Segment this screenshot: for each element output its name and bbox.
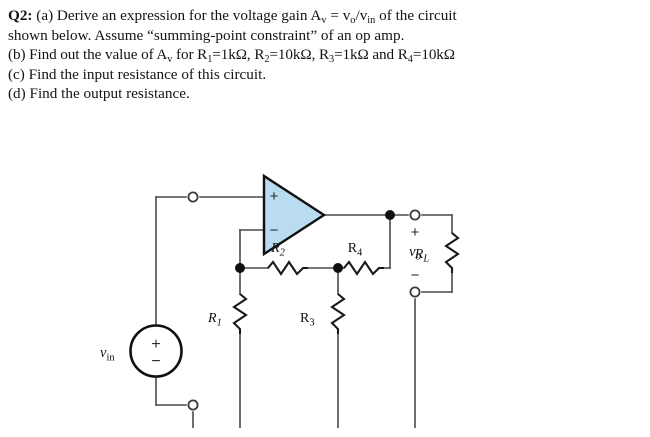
resistor-R2-label: R2 <box>270 241 286 259</box>
question-line-d: (d) Find the output resistance. <box>8 85 190 103</box>
terminal-output-top <box>409 209 421 221</box>
open-terminals <box>187 191 421 411</box>
resistor-R4 <box>343 260 384 276</box>
output-voltage-annotation: + vo − <box>409 224 421 284</box>
question-line-c: (c) Find the input resistance of this ci… <box>8 65 267 83</box>
subscript-v: v <box>321 14 327 26</box>
question-b-val3: =1kΩ and R <box>334 46 408 64</box>
terminal-input-bottom <box>187 399 199 411</box>
question-line-a-cont: shown below. Assume “summing-point const… <box>8 26 405 44</box>
question-a-part3: /v <box>355 7 368 24</box>
terminal-output-bottom <box>409 286 421 298</box>
resistor-R4-label: R4 <box>348 241 363 259</box>
subscript-r3: 3 <box>329 54 335 66</box>
junction-nodes <box>235 210 395 273</box>
subscript-r1: 1 <box>207 54 213 66</box>
question-a-part2: = v <box>326 7 351 24</box>
resistor-RL-zigzag <box>444 232 460 273</box>
subscript-in: in <box>367 14 376 26</box>
subscript-v-b: v <box>167 54 173 66</box>
subscript-o: o <box>350 14 356 26</box>
resistor-R2-zigzag <box>267 260 308 276</box>
output-plus-sign: + <box>411 224 420 241</box>
question-b-val2: =10kΩ, R <box>269 46 329 64</box>
resistor-RL-label: RL <box>414 247 430 265</box>
source-label-vin: vin <box>100 345 115 364</box>
question-line-b: (b) Find out the value of Av for R1=1kΩ,… <box>8 45 638 65</box>
source-minus-sign: − <box>151 353 160 370</box>
resistor-R1-label: R1 <box>207 311 222 329</box>
op-amp-minus-input: − <box>270 222 279 239</box>
question-a-part4: of the circuit <box>375 7 457 24</box>
subscript-r2: 2 <box>264 54 270 66</box>
resistor-R4-zigzag <box>343 260 384 276</box>
output-label-vo: vo <box>409 244 421 263</box>
node-output-junction <box>385 210 395 220</box>
question-b-val1: =1kΩ, R <box>212 46 265 64</box>
resistor-R2 <box>267 260 308 276</box>
terminal-input-top <box>187 191 199 203</box>
circuit-svg: + − vin + − R1 R2 R3 R4 <box>100 173 460 428</box>
question-number: Q2: <box>8 7 33 24</box>
node-r2-r3-r4-junction <box>333 263 343 273</box>
question-b-val4: =10kΩ <box>412 46 455 64</box>
output-minus-sign: − <box>411 267 420 284</box>
voltage-source-vin: + − vin <box>100 324 183 378</box>
resistor-R3-zigzag <box>330 293 346 334</box>
question-a-part1: (a) Derive an expression for the voltage… <box>32 7 322 24</box>
question-text-block: Q2: (a) Derive an expression for the vol… <box>8 6 638 104</box>
resistor-R1-zigzag <box>232 293 248 334</box>
voltage-source-circle <box>129 324 183 378</box>
question-b-prefix: (b) Find out the value of A <box>8 46 168 64</box>
op-amp: + − <box>262 173 327 257</box>
source-plus-sign: + <box>151 336 160 353</box>
op-amp-plus-input: + <box>270 188 279 205</box>
resistor-R1 <box>232 293 248 334</box>
question-line-a: Q2: (a) Derive an expression for the vol… <box>8 6 638 26</box>
question-b-mid: for R <box>172 46 208 64</box>
subscript-r4: 4 <box>407 54 413 66</box>
node-inverting-junction <box>235 263 245 273</box>
resistor-R3-label: R3 <box>300 311 315 329</box>
circuit-diagram: + − vin + − R1 R2 R3 R4 <box>0 128 650 428</box>
resistor-RL <box>444 232 460 273</box>
resistor-R3 <box>330 293 346 334</box>
op-amp-triangle <box>262 173 327 257</box>
